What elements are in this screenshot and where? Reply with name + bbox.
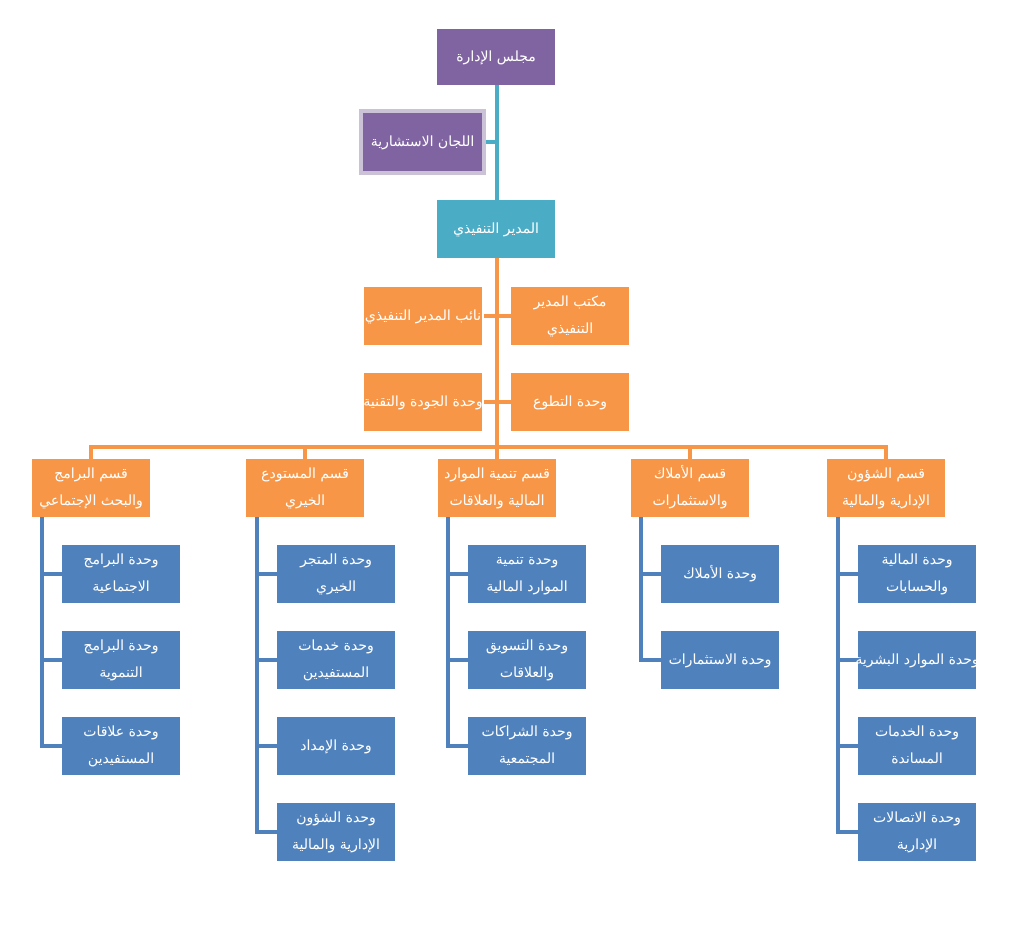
unit-label: وحدة البرامج الاجتماعية: [83, 552, 159, 595]
unit-label: وحدة الاتصالات الإدارية: [873, 810, 961, 853]
unit-box: وحدة الشراكات المجتمعية: [468, 717, 586, 775]
department-box: قسم الشؤون الإدارية والمالية: [827, 459, 945, 517]
unit-box: وحدة الاستثمارات: [661, 631, 779, 689]
unit-box: وحدة الشؤون الإدارية والمالية: [277, 803, 395, 861]
unit-label: وحدة المتجر الخيري: [300, 552, 372, 595]
volunteer-unit-label: وحدة التطوع: [533, 393, 607, 410]
unit-label: وحدة تنمية الموارد المالية: [486, 552, 568, 595]
unit-label: وحدة المالية والحسابات: [881, 552, 953, 595]
unit-label: وحدة الشراكات المجتمعية: [481, 724, 573, 767]
committees-label: اللجان الاستشارية: [370, 133, 475, 150]
volunteer-unit-box: وحدة التطوع: [511, 373, 629, 431]
department-label: قسم البرامج والبحث الإجتماعي: [39, 466, 143, 509]
unit-label: وحدة الأملاك: [683, 565, 757, 582]
exec-office-label: مكتب المدير التنفيذي: [533, 294, 607, 337]
unit-label: وحدة الخدمات المساندة: [874, 724, 960, 767]
unit-label: وحدة علاقات المستفيدين: [83, 724, 159, 767]
unit-box: وحدة المالية والحسابات: [858, 545, 976, 603]
unit-box: وحدة الإمداد: [277, 717, 395, 775]
executive-director-label: المدير التنفيذي: [453, 220, 539, 237]
unit-label: وحدة الإمداد: [300, 737, 372, 754]
unit-box: وحدة المتجر الخيري: [277, 545, 395, 603]
unit-box: وحدة خدمات المستفيدين: [277, 631, 395, 689]
unit-label: وحدة الموارد البشرية: [855, 651, 979, 668]
unit-label: وحدة الاستثمارات: [668, 651, 772, 668]
department-label: قسم الأملاك والاستثمارات: [652, 466, 728, 509]
quality-unit-box: وحدة الجودة والتقنية: [363, 373, 483, 431]
unit-box: وحدة البرامج التنموية: [62, 631, 180, 689]
department-box: قسم البرامج والبحث الإجتماعي: [32, 459, 150, 517]
exec-office-box: مكتب المدير التنفيذي: [511, 287, 629, 345]
board-label: مجلس الإدارة: [456, 48, 536, 65]
unit-box: وحدة الاتصالات الإدارية: [858, 803, 976, 861]
department-box: قسم المستودع الخيري: [246, 459, 364, 517]
executive-director-box: المدير التنفيذي: [437, 200, 555, 258]
department-label: قسم الشؤون الإدارية والمالية: [842, 466, 930, 509]
unit-box: وحدة الأملاك: [661, 545, 779, 603]
department-label: قسم تنمية الموارد المالية والعلاقات: [444, 466, 550, 509]
board-box: مجلس الإدارة: [437, 29, 555, 85]
unit-box: وحدة الموارد البشرية: [855, 631, 979, 689]
unit-label: وحدة الشؤون الإدارية والمالية: [292, 810, 380, 853]
unit-box: وحدة تنمية الموارد المالية: [468, 545, 586, 603]
unit-label: وحدة خدمات المستفيدين: [298, 638, 374, 681]
department-box: قسم تنمية الموارد المالية والعلاقات: [438, 459, 556, 517]
unit-box: وحدة الخدمات المساندة: [858, 717, 976, 775]
unit-box: وحدة البرامج الاجتماعية: [62, 545, 180, 603]
unit-label: وحدة التسويق والعلاقات: [485, 638, 569, 681]
deputy-box: نائب المدير التنفيذي: [364, 287, 482, 345]
unit-box: وحدة علاقات المستفيدين: [62, 717, 180, 775]
unit-box: وحدة التسويق والعلاقات: [468, 631, 586, 689]
department-box: قسم الأملاك والاستثمارات: [631, 459, 749, 517]
quality-unit-label: وحدة الجودة والتقنية: [363, 393, 483, 410]
department-label: قسم المستودع الخيري: [261, 466, 349, 509]
committees-box: اللجان الاستشارية: [359, 109, 486, 175]
deputy-label: نائب المدير التنفيذي: [364, 307, 482, 324]
unit-label: وحدة البرامج التنموية: [83, 638, 159, 681]
